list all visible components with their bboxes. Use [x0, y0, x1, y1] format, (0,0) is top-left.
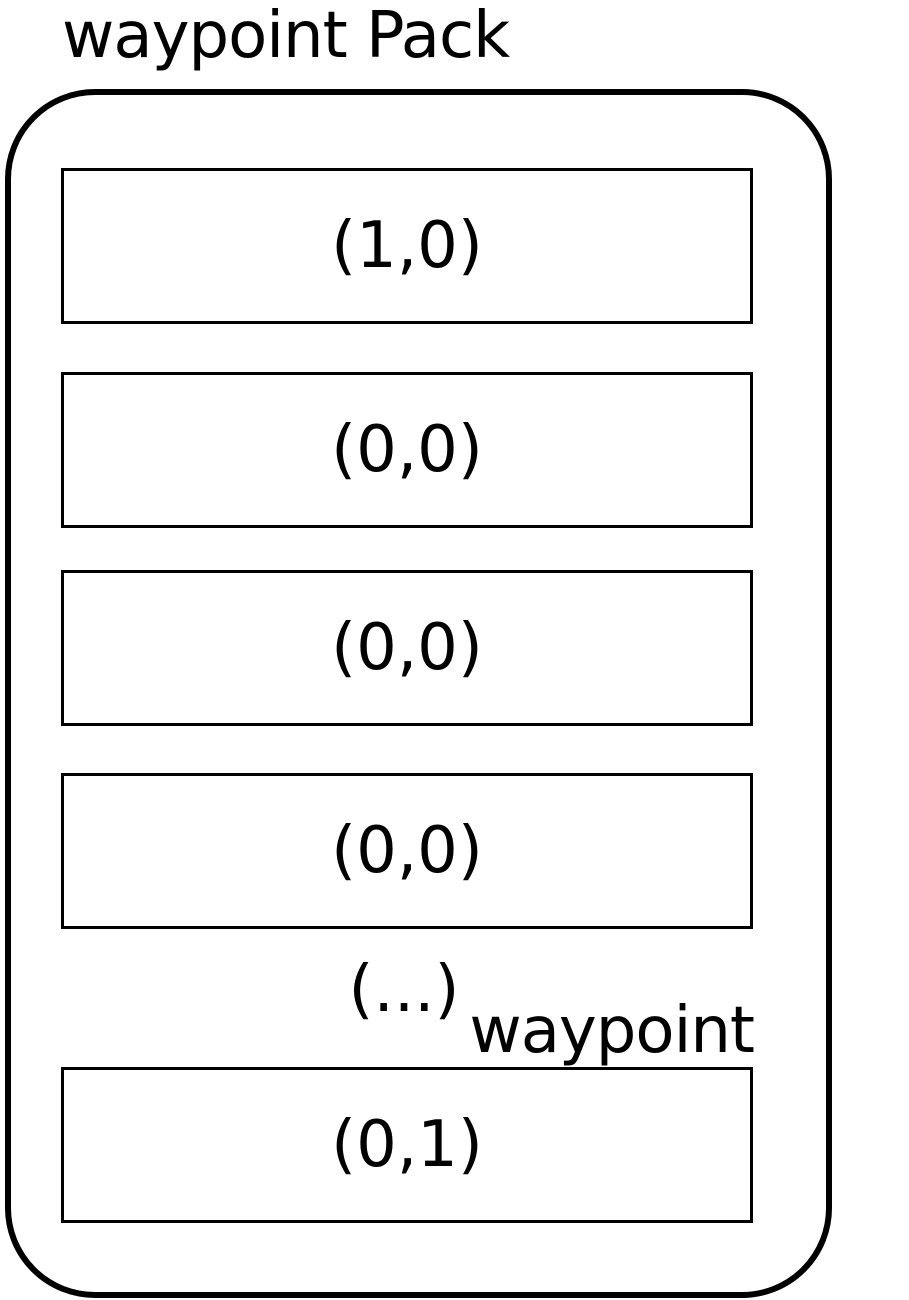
waypoint-label: waypoint [469, 994, 755, 1068]
pack-container [5, 89, 832, 1298]
waypoint-box-last: (0,1) [61, 1067, 753, 1223]
waypoint-value: (0,0) [331, 413, 483, 487]
waypoint-box-2: (0,0) [61, 372, 753, 528]
pack-title: waypoint Pack [62, 0, 510, 73]
waypoint-value: (0,0) [331, 611, 483, 685]
waypoint-box-4: (0,0) [61, 773, 753, 929]
waypoint-value: (0,1) [331, 1108, 483, 1182]
waypoint-box-3: (0,0) [61, 570, 753, 726]
waypoint-box-1: (1,0) [61, 168, 753, 324]
ellipsis-text: (...) [348, 953, 460, 1027]
waypoint-value: (1,0) [331, 209, 483, 283]
waypoint-value: (0,0) [331, 814, 483, 888]
